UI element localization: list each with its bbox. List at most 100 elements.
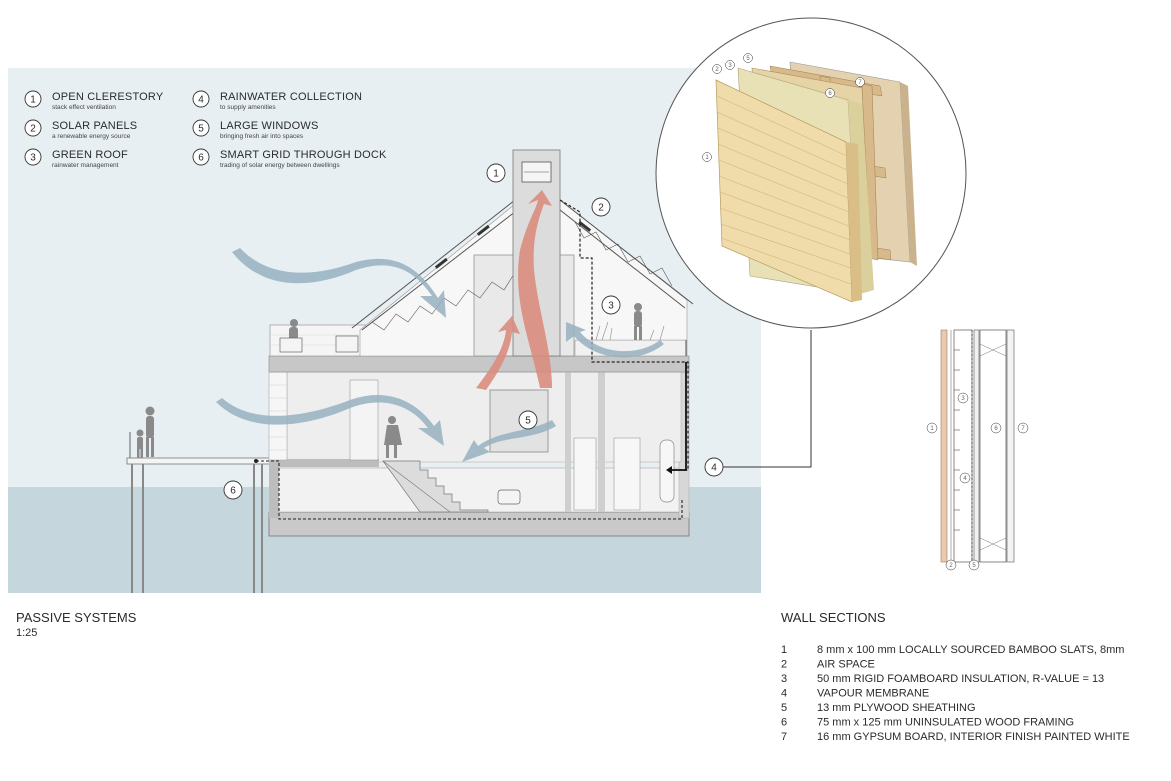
- section-callout-3-number: 3: [608, 301, 614, 312]
- wall-detail-magnifier: [655, 17, 967, 329]
- wall-sections-title: WALL SECTIONS: [781, 610, 886, 625]
- detail-callout-7-number: 7: [858, 80, 862, 86]
- section-callout-5-number: 5: [525, 416, 531, 427]
- partition-2: [565, 372, 571, 512]
- legend-subtitle-2: a renewable energy source: [52, 133, 131, 140]
- legend-marker-5-number: 5: [198, 124, 204, 135]
- wall-section-text-5: 13 mm PLYWOOD SHEATHING: [817, 702, 976, 714]
- section-callout-6: 6: [223, 480, 243, 500]
- wall-section-num-6: 6: [781, 717, 787, 729]
- cut-insulation: [953, 329, 973, 563]
- building-section: [126, 149, 694, 593]
- wall-callout-2: 2: [945, 559, 957, 571]
- wall-callout-4: 4: [959, 472, 971, 484]
- grid-line-lower: [256, 460, 683, 520]
- wall-callout-1-number: 1: [930, 426, 934, 432]
- people: [136, 303, 642, 458]
- legend-subtitle-5: bringing fresh air into spaces: [220, 133, 304, 140]
- wall-section-cut: [940, 329, 1015, 563]
- wall-section-num-5: 5: [781, 702, 787, 714]
- warm-air-flow: [476, 190, 552, 390]
- detail-callout-1-number: 1: [705, 155, 709, 161]
- door-1: [573, 437, 597, 511]
- detail-callout-1: 1: [702, 152, 712, 162]
- rainwater-arrow: [672, 362, 687, 471]
- legend-title-5: LARGE WINDOWS: [220, 120, 319, 132]
- cut-framing: [979, 329, 1007, 563]
- wall-callout-3-number: 3: [961, 396, 965, 402]
- legend-marker-3: 3: [24, 148, 42, 166]
- wall-section-num-2: 2: [781, 659, 787, 671]
- solar-panels: [434, 220, 592, 269]
- smart-grid-line: [559, 199, 689, 471]
- legend-marker-1: 1: [24, 90, 42, 108]
- passive-title: PASSIVE SYSTEMS: [16, 610, 137, 625]
- section-callout-1: 1: [486, 163, 506, 183]
- wall-section-text-4: VAPOUR MEMBRANE: [817, 688, 929, 700]
- water-tank: [659, 439, 675, 503]
- legend-subtitle-3: rainwater management: [52, 162, 119, 169]
- wall-section-text-2: AIR SPACE: [817, 659, 875, 671]
- floor-slab-hull: [268, 511, 690, 537]
- legend-marker-4-number: 4: [198, 95, 204, 106]
- wall-section-num-7: 7: [781, 731, 787, 743]
- detail-connector: [723, 330, 812, 468]
- wall-section-num-1: 1: [781, 644, 787, 656]
- detail-callout-3-number: 3: [728, 63, 732, 69]
- legend-marker-2: 2: [24, 119, 42, 137]
- terrace-furniture: [279, 335, 521, 505]
- partition-1: [349, 379, 379, 461]
- legend-title-3: GREEN ROOF: [52, 149, 128, 161]
- section-callout-4-number: 4: [711, 463, 717, 474]
- section-callouts: 1 2 3 4 5 6: [223, 163, 724, 500]
- cut-bamboo: [940, 329, 948, 563]
- wall-callout-3: 3: [957, 392, 969, 404]
- roof-slab: [268, 355, 690, 373]
- section-callout-5: 5: [518, 410, 538, 430]
- section-callout-1-number: 1: [493, 169, 499, 180]
- wall-section-text-3: 50 mm RIGID FOAMBOARD INSULATION, R-VALU…: [817, 673, 1104, 685]
- legend-marker-3-number: 3: [30, 153, 36, 164]
- wall-callout-5: 5: [968, 559, 980, 571]
- wall-section-text-7: 16 mm GYPSUM BOARD, INTERIOR FINISH PAIN…: [817, 731, 1130, 743]
- wall-callout-6: 6: [990, 422, 1002, 434]
- wall-callout-5-number: 5: [972, 563, 976, 569]
- section-callout-2-number: 2: [598, 203, 604, 214]
- stair: [382, 460, 489, 513]
- wall-callout-2-number: 2: [949, 563, 953, 569]
- wall-section-text-6: 75 mm x 125 mm UNINSULATED WOOD FRAMING: [817, 717, 1074, 729]
- detail-callout-2: 2: [712, 64, 722, 74]
- legend-marker-5: 5: [192, 119, 210, 137]
- legend-title-2: SOLAR PANELS: [52, 120, 137, 132]
- wall-section-num-4: 4: [781, 688, 787, 700]
- cut-gypsum: [1006, 329, 1015, 563]
- detail-callout-2-number: 2: [715, 67, 719, 73]
- wall-callouts: 1 2 3 4 5 6 7: [926, 392, 1029, 571]
- detail-callout-3: 3: [725, 60, 735, 70]
- legend-title-1: OPEN CLERESTORY: [52, 91, 164, 103]
- mid-floor-slab: [279, 459, 379, 467]
- passive-scale: 1:25: [16, 627, 37, 639]
- wall-callout-7-number: 7: [1021, 426, 1025, 432]
- section-callout-3: 3: [601, 295, 621, 315]
- dock: [126, 432, 276, 593]
- detail-callout-5: 5: [743, 53, 753, 63]
- roof-truss-right: [559, 199, 694, 309]
- left-wall-lower: [269, 458, 279, 518]
- section-callout-4: 4: [704, 457, 724, 477]
- detail-callout-5-number: 5: [746, 56, 750, 62]
- wall-callout-7: 7: [1017, 422, 1029, 434]
- door-2: [613, 437, 641, 511]
- legend-title-6: SMART GRID THROUGH DOCK: [220, 149, 387, 161]
- wall-section-text-1: 8 mm x 100 mm LOCALLY SOURCED BAMBOO SLA…: [817, 644, 1124, 656]
- wall-section-num-3: 3: [781, 673, 787, 685]
- legend-marker-2-number: 2: [30, 124, 36, 135]
- section-callout-6-number: 6: [230, 486, 236, 497]
- legend-subtitle-1: stack effect ventilation: [52, 104, 116, 111]
- plants: [595, 321, 665, 341]
- cool-air-flow: [216, 248, 664, 462]
- wall-sections-list: 1 8 mm x 100 mm LOCALLY SOURCED BAMBOO SL…: [781, 644, 1130, 743]
- detail-callout-7: 7: [855, 77, 865, 87]
